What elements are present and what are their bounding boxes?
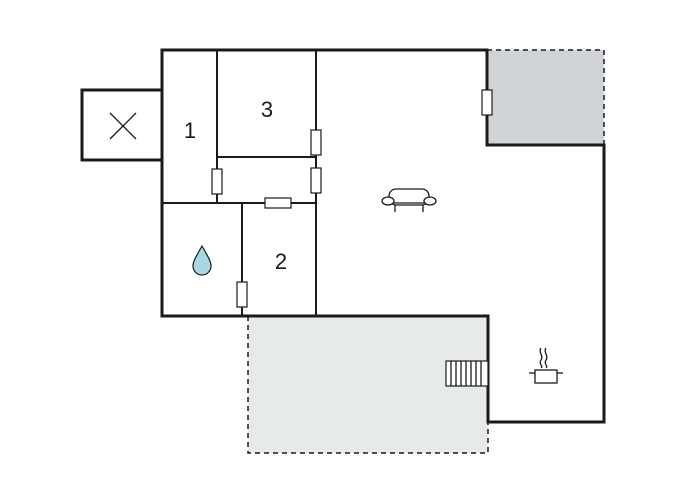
room-2-label: 2 (275, 249, 287, 274)
terrace-bottom-dashed-edge (247, 316, 489, 454)
room-3-label: 3 (261, 97, 273, 122)
outer-walls (160, 48, 606, 424)
room-1-label: 1 (184, 118, 196, 143)
terrace-top-right (487, 50, 604, 145)
cooking-pot-icon (529, 347, 563, 384)
closed-x-icon (109, 112, 137, 140)
door-room1 (211, 168, 223, 195)
door-corridor (310, 167, 322, 194)
water-drop-icon (192, 244, 212, 276)
sofa-icon (381, 188, 437, 212)
annex-box (80, 88, 164, 162)
stairs-icon (445, 360, 489, 387)
door-bathroom (236, 281, 248, 308)
terrace-top-right-dashed-edge (487, 49, 605, 145)
door-room3 (310, 129, 322, 156)
door-terrace-top (481, 89, 493, 116)
door-room2 (264, 197, 292, 209)
